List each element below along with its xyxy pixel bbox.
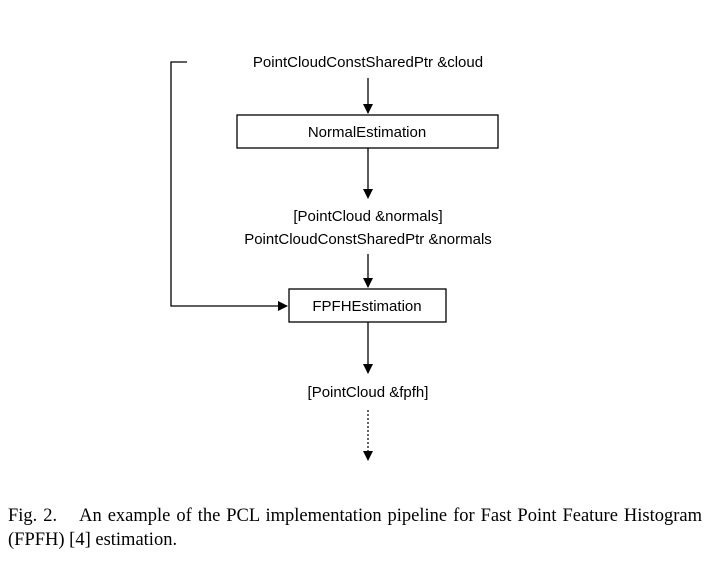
normals-label-line2: PointCloudConstSharedPtr &normals — [244, 231, 492, 248]
normal-estimation-node: NormalEstimation — [236, 114, 499, 149]
figure-number: Fig. 2. — [8, 506, 58, 526]
normal-estimation-label: NormalEstimation — [308, 124, 426, 141]
bypass-cloud-arrow — [170, 61, 288, 311]
input-cloud-label: PointCloudConstSharedPtr &cloud — [253, 54, 483, 71]
fpfh-estimation-label: FPFHEstimation — [312, 298, 421, 315]
figure-caption: Fig. 2.An example of the PCL implementat… — [8, 504, 702, 552]
caption-text: An example of the PCL implementation pip… — [8, 506, 702, 550]
output-fpfh-label: [PointCloud &fpfh] — [308, 384, 429, 401]
normals-label-line1: [PointCloud &normals] — [293, 208, 442, 225]
fpfh-estimation-node: FPFHEstimation — [288, 288, 447, 323]
